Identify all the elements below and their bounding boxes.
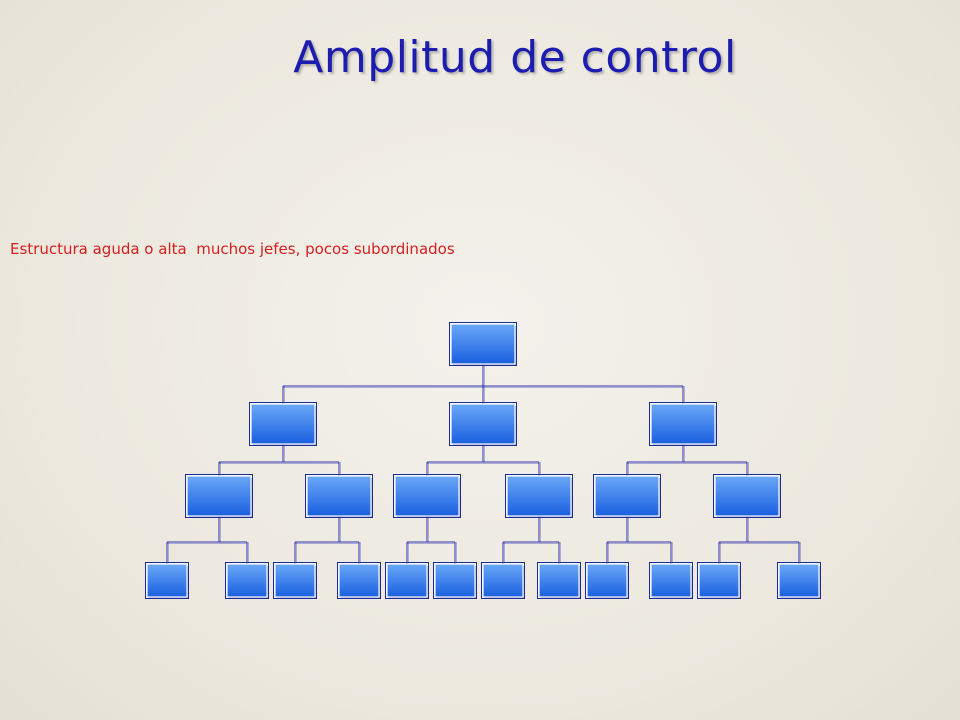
org-chart-nodes <box>145 322 821 599</box>
org-chart-connectors <box>166 364 801 564</box>
org-node-level-3 <box>273 562 317 599</box>
org-node-level-3 <box>385 562 429 599</box>
org-node-level-1 <box>649 402 717 446</box>
org-node-level-3 <box>481 562 525 599</box>
org-node-level-2 <box>593 474 661 518</box>
org-node-level-3 <box>697 562 741 599</box>
org-node-level-2 <box>713 474 781 518</box>
org-node-level-3 <box>585 562 629 599</box>
org-node-level-2 <box>505 474 573 518</box>
org-node-level-3 <box>433 562 477 599</box>
org-node-level-3 <box>225 562 269 599</box>
org-node-level-1 <box>249 402 317 446</box>
slide-subtitle: Estructura aguda o alta muchos jefes, po… <box>10 240 455 258</box>
org-node-level-1 <box>449 402 517 446</box>
org-node-level-3 <box>777 562 821 599</box>
slide-title: Amplitud de control <box>293 32 737 83</box>
org-node-level-2 <box>393 474 461 518</box>
org-node-level-3 <box>337 562 381 599</box>
org-node-level-3 <box>145 562 189 599</box>
org-node-level-2 <box>305 474 373 518</box>
org-node-top <box>449 322 517 366</box>
org-node-level-2 <box>185 474 253 518</box>
org-node-level-3 <box>649 562 693 599</box>
org-node-level-3 <box>537 562 581 599</box>
